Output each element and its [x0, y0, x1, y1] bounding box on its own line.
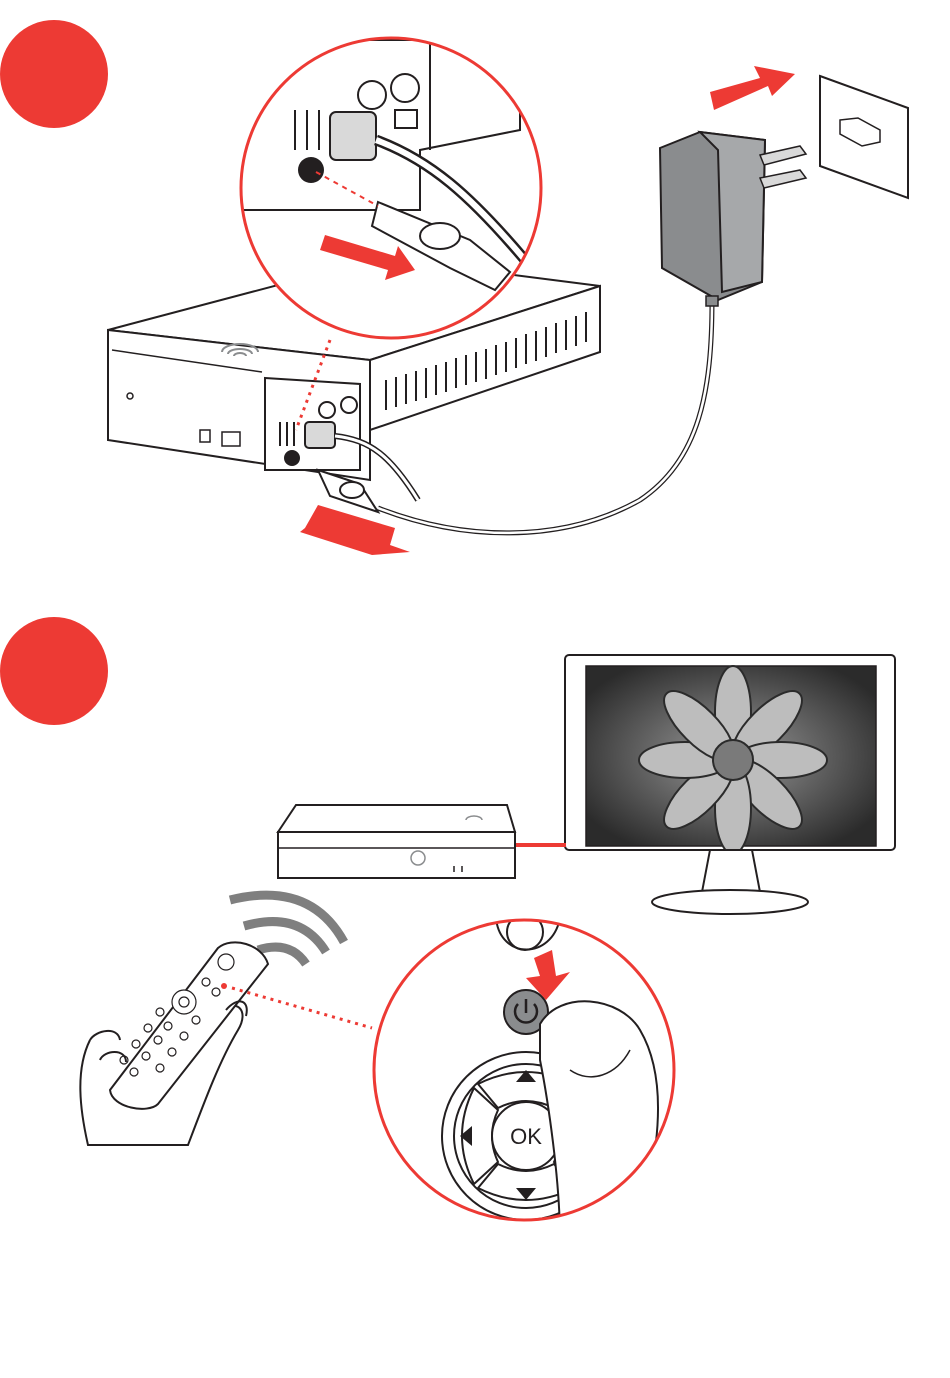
remote-in-hand	[80, 942, 268, 1145]
dc-plug-icon	[340, 482, 364, 498]
ok-button-label: OK	[510, 1124, 542, 1149]
media-player-device-2	[278, 805, 515, 878]
tv-monitor	[565, 655, 895, 914]
wall-socket	[820, 76, 908, 198]
step-2-power-on: OK	[80, 655, 895, 1240]
power-adapter	[660, 132, 806, 306]
step-1-power-connection	[108, 38, 908, 555]
zoom-leader-2	[232, 988, 372, 1028]
zoom-circle-remote-power: OK	[374, 914, 674, 1240]
insert-arrow-wall	[710, 66, 795, 110]
zoom-circle-rear-connectors	[240, 38, 541, 338]
tv-stand	[652, 890, 808, 914]
flower-image	[639, 666, 827, 854]
